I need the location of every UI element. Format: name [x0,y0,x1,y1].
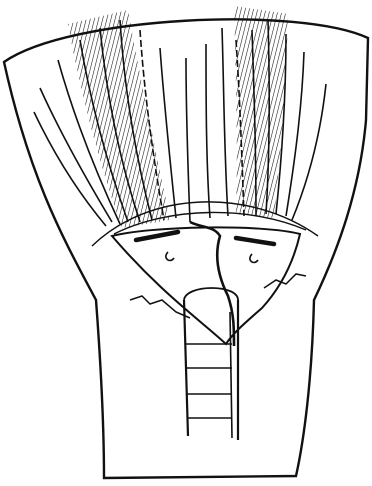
left-small-mark [166,252,174,260]
right-hatched-band [234,6,288,218]
tube-rungs [186,344,232,418]
left-side-crack [130,296,190,318]
left-bar [136,232,178,240]
tube-inner-line [230,312,232,438]
right-bar [236,238,274,244]
central-crack [190,222,234,346]
right-small-mark [250,254,258,262]
